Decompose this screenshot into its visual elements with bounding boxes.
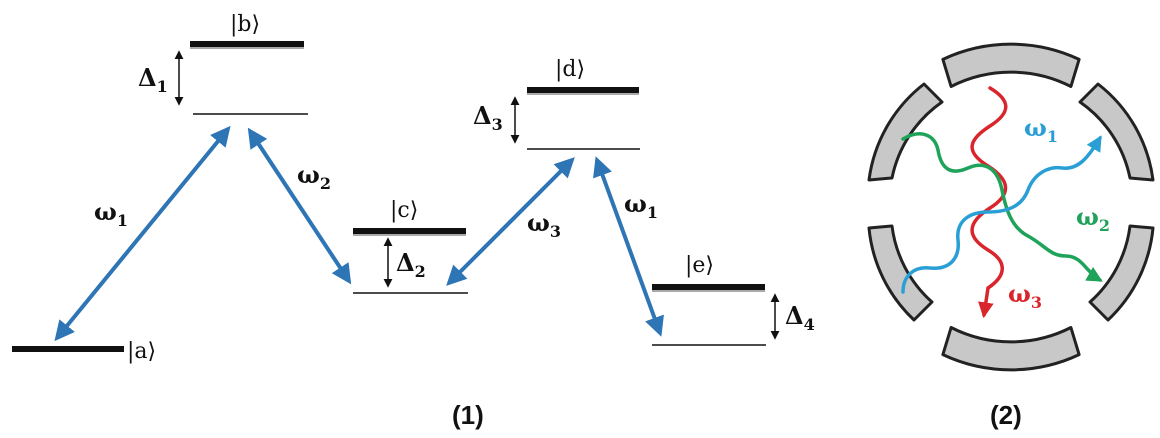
transition-label-d-e: ω1 xyxy=(624,189,658,222)
photon-path-red xyxy=(970,86,1008,319)
state-label-c: |c⟩ xyxy=(390,198,418,223)
caption-panel-2: (2) xyxy=(990,400,1022,430)
level-a xyxy=(12,346,124,352)
mirror-bottom-left xyxy=(867,224,934,322)
transition-arrow-d-e xyxy=(593,156,664,337)
mirror-bottom xyxy=(941,326,1081,372)
photon-path-blue xyxy=(901,135,1102,294)
mirror-bottom-right xyxy=(1088,224,1155,322)
state-label-d: |d⟩ xyxy=(555,57,585,82)
level-e xyxy=(652,284,765,290)
state-label-b: |b⟩ xyxy=(230,12,260,37)
transition-arrow-a-b xyxy=(54,125,231,342)
caption-panel-1: (1) xyxy=(452,400,484,430)
detuning-label-2: Δ2 xyxy=(396,248,426,281)
state-label-e: |e⟩ xyxy=(685,253,714,278)
level-c xyxy=(353,228,466,234)
transition-label-a-b: ω1 xyxy=(94,197,128,230)
photon-label-2: ω2 xyxy=(1076,202,1110,235)
cavity-diagram: ω1 ω2 ω3 (2) xyxy=(867,42,1155,430)
transition-arrow-c-d xyxy=(446,157,575,286)
level-b xyxy=(190,41,304,47)
mirror-top-right xyxy=(1078,82,1155,182)
detuning-label-1: Δ1 xyxy=(138,63,168,96)
detuning-label-4: Δ4 xyxy=(785,301,815,334)
photon-path-green xyxy=(901,132,1103,282)
mirror-top xyxy=(941,42,1081,88)
transition-label-b-c: ω2 xyxy=(297,160,331,193)
transition-arrow-b-c xyxy=(247,127,352,285)
transition-label-c-d: ω3 xyxy=(527,208,561,241)
state-label-a: |a⟩ xyxy=(127,339,156,364)
photon-label-1: ω1 xyxy=(1024,113,1058,146)
level-diagram: |a⟩ |b⟩ |c⟩ |d⟩ |e⟩ Δ1 Δ2 Δ3 Δ4 ω1 ω2 ω3… xyxy=(12,12,815,430)
mirror-top-left xyxy=(867,82,944,182)
detuning-label-3: Δ3 xyxy=(473,101,503,134)
photon-label-3: ω3 xyxy=(1008,279,1042,312)
level-d xyxy=(527,87,639,93)
